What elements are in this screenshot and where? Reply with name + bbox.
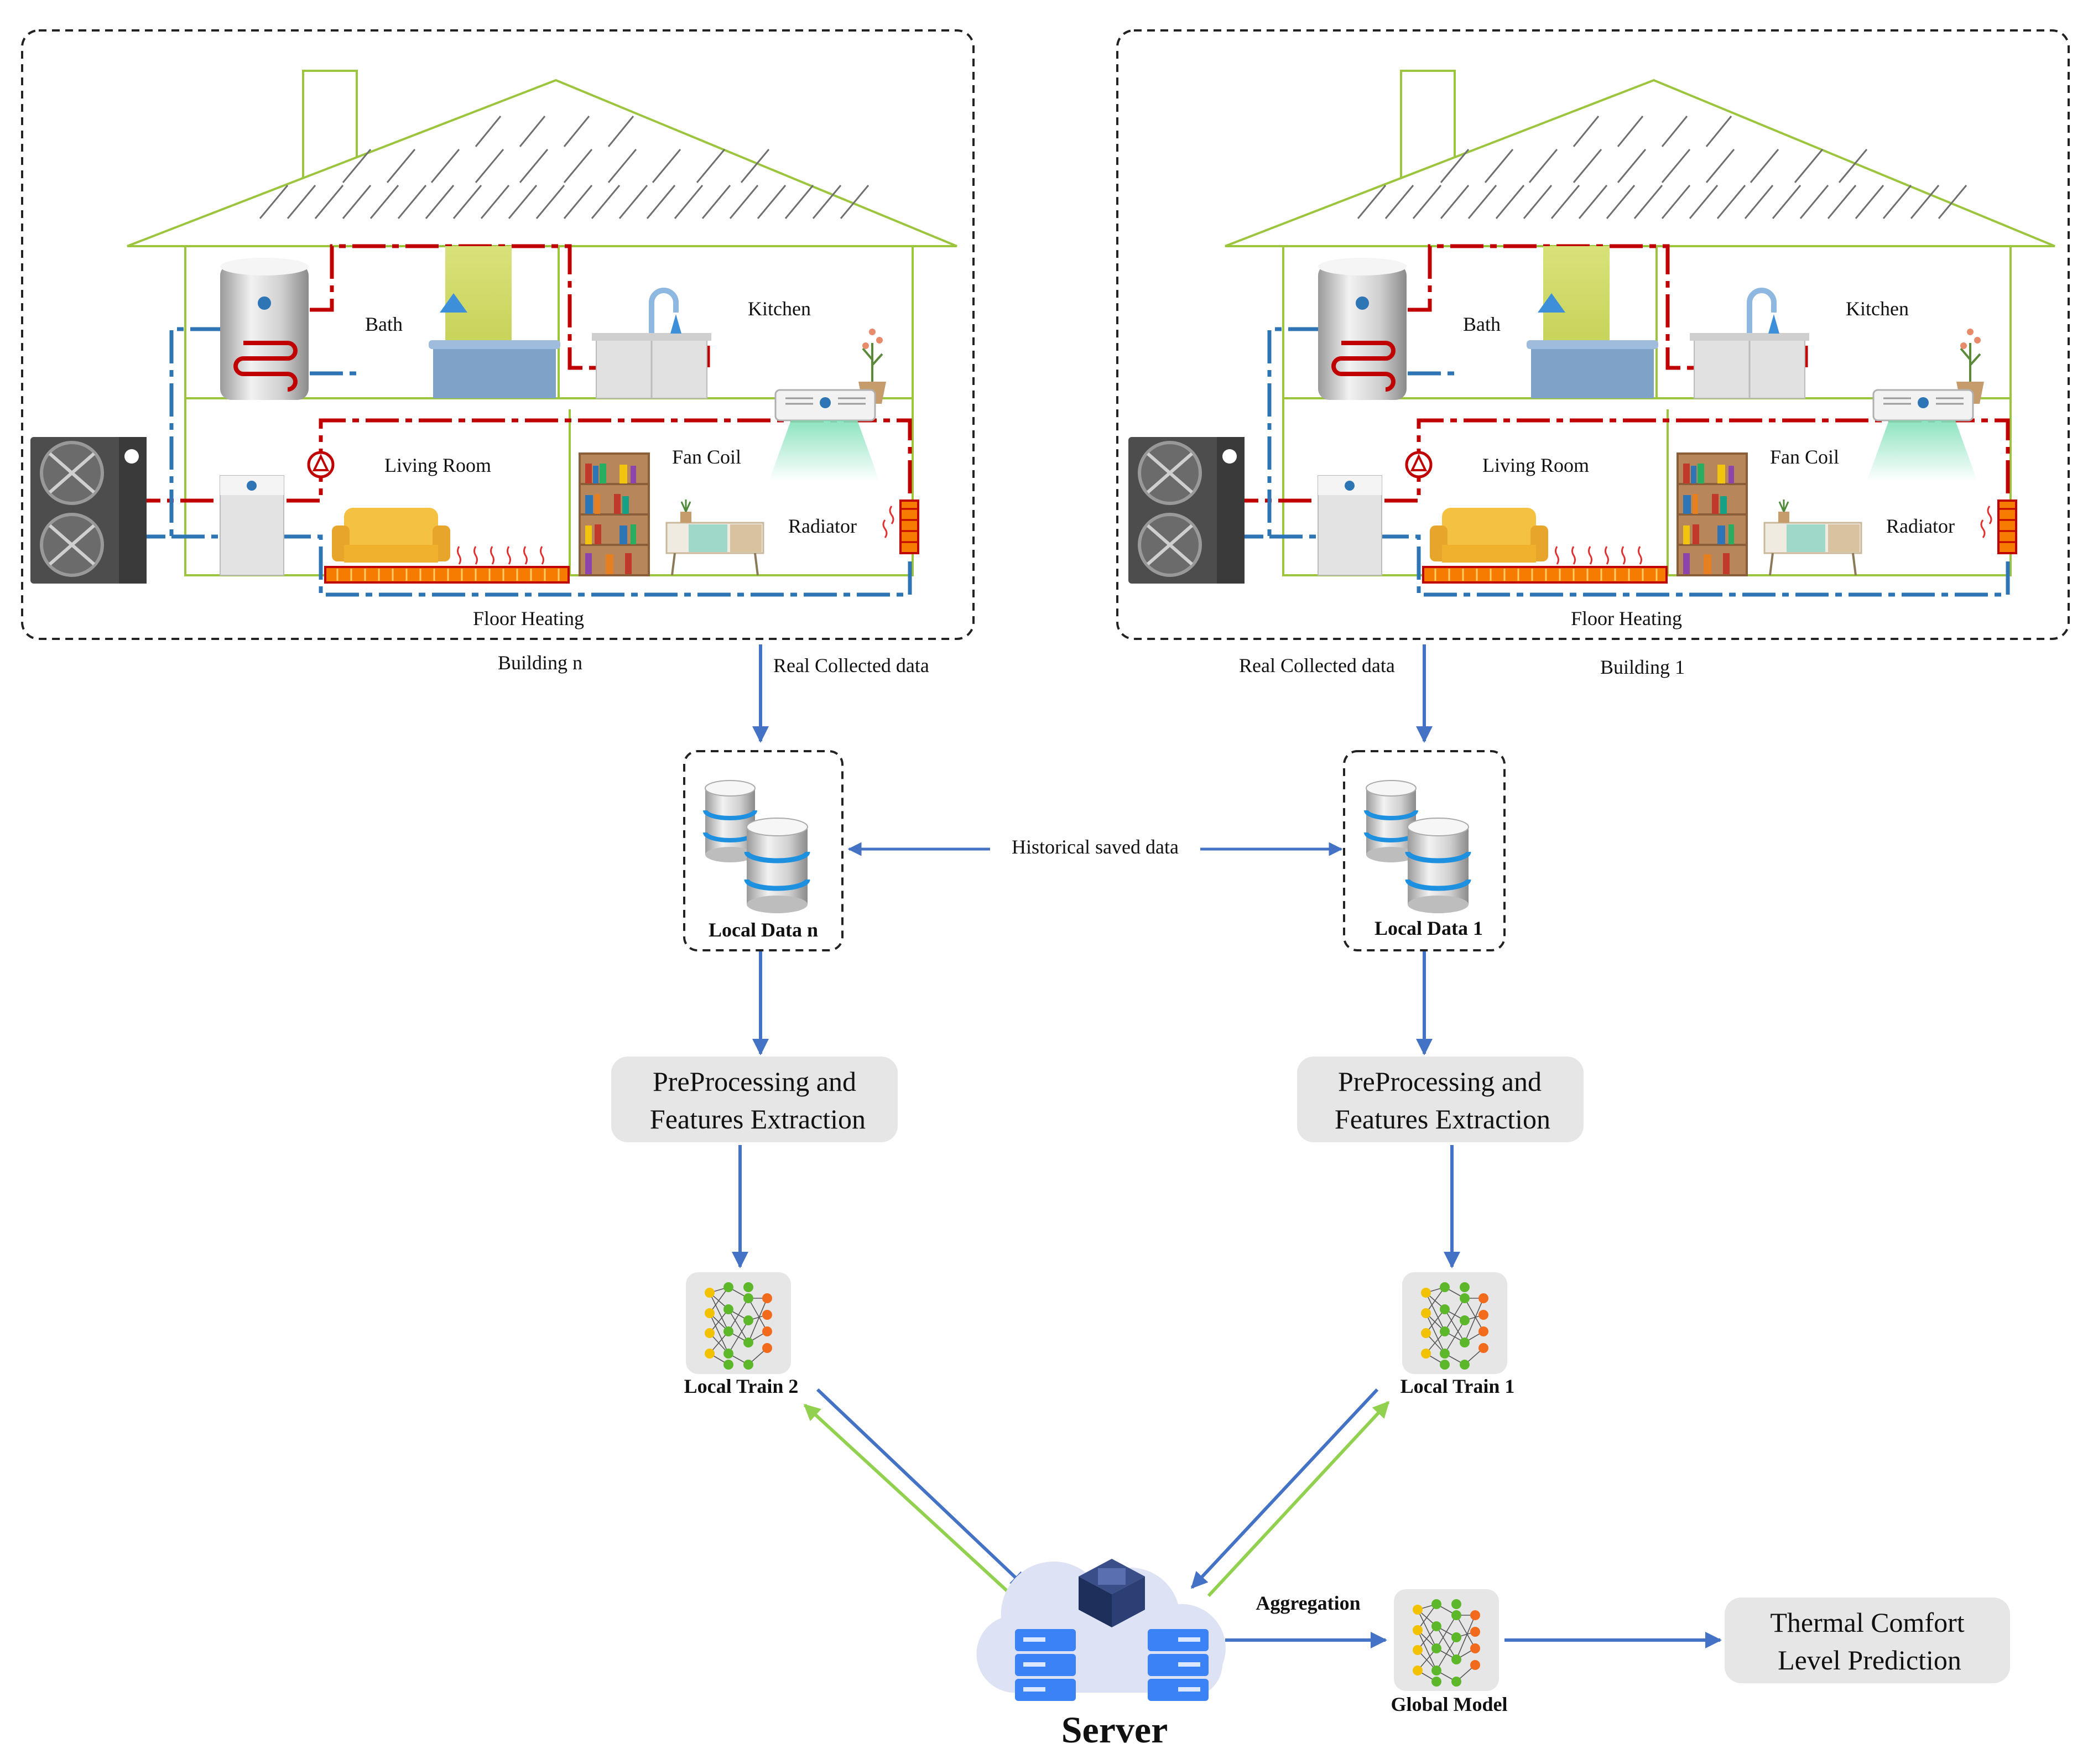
building-n-caption: Building n: [498, 652, 582, 674]
bath-label: Bath: [1463, 313, 1501, 335]
floor-heating-label: Floor Heating: [1571, 607, 1682, 629]
preprocess-box-1: [1297, 1057, 1584, 1142]
neural-network-icon: [1393, 1589, 1500, 1692]
preprocess-line2-n: Features Extraction: [650, 1104, 866, 1135]
database-icon: [705, 780, 808, 913]
train-n-to-server-arrow: [816, 1388, 1028, 1589]
preprocess-line1-1: PreProcessing and: [1338, 1066, 1542, 1097]
fan-coil-label: Fan Coil: [1770, 446, 1839, 468]
local-data-n-label: Local Data n: [709, 919, 818, 941]
living-room-label: Living Room: [1482, 454, 1589, 476]
local-train-1-label: Local Train 1: [1400, 1375, 1515, 1397]
server-label: Server: [1061, 1709, 1168, 1751]
database-icon: [1366, 780, 1469, 913]
server-to-train-n-arrow: [803, 1403, 1011, 1595]
kitchen-label: Kitchen: [748, 298, 811, 320]
floor-heating-label: Floor Heating: [473, 607, 584, 629]
historical-data-label: Historical saved data: [1012, 836, 1179, 858]
radiator-label: Radiator: [1886, 515, 1955, 537]
building-1-caption: Building 1: [1600, 656, 1685, 678]
local-data-1-label: Local Data 1: [1374, 917, 1483, 939]
global-model-label: Global Model: [1391, 1693, 1507, 1715]
prediction-line2: Level Prediction: [1778, 1645, 1961, 1675]
kitchen-label: Kitchen: [1846, 298, 1909, 320]
living-room-label: Living Room: [384, 454, 491, 476]
preprocess-line1-n: PreProcessing and: [653, 1066, 856, 1097]
neural-network-icon: [685, 1272, 792, 1375]
neural-network-icon: [1402, 1272, 1508, 1375]
preprocess-box-n: [611, 1057, 898, 1142]
local-data-n-frame: [683, 750, 844, 951]
building-1-frame: [1116, 29, 2070, 640]
aggregation-label: Aggregation: [1256, 1592, 1360, 1614]
preprocess-line2-1: Features Extraction: [1335, 1104, 1550, 1135]
train-1-to-server-arrow: [1190, 1388, 1379, 1589]
prediction-box: [1725, 1598, 2010, 1683]
server-cloud-icon: [976, 1559, 1226, 1701]
radiator-label: Radiator: [788, 515, 857, 537]
server-to-train-1-arrow: [1207, 1401, 1390, 1598]
bath-label: Bath: [365, 313, 403, 335]
building-n-frame: [21, 29, 975, 640]
collected-data-label-1: Real Collected data: [1239, 654, 1395, 677]
local-data-1-frame: [1343, 750, 1506, 951]
local-train-2-label: Local Train 2: [684, 1375, 799, 1397]
collected-data-label-n: Real Collected data: [773, 654, 929, 677]
prediction-line1: Thermal Comfort: [1770, 1607, 1964, 1638]
fan-coil-label: Fan Coil: [672, 446, 741, 468]
